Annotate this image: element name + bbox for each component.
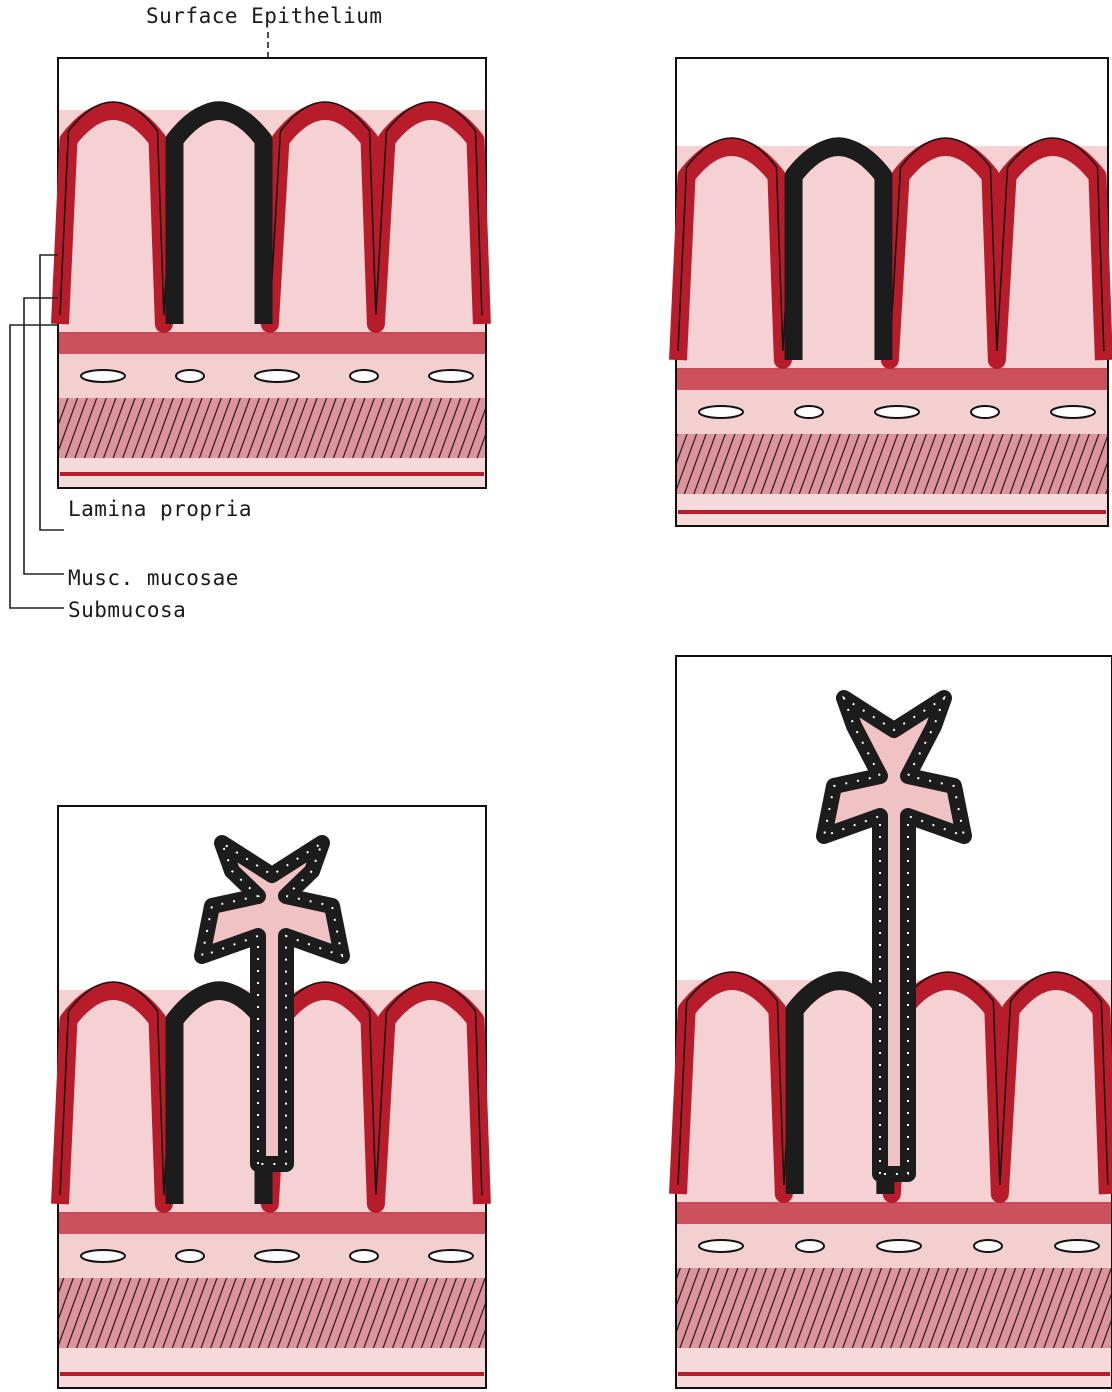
panel-b: [676, 58, 1108, 526]
vessel-ellipse: [429, 370, 473, 382]
vessel-ellipse: [176, 1250, 204, 1262]
vessel-ellipse: [699, 406, 743, 418]
muscularis-mucosae-band: [677, 368, 1107, 390]
vessel-ellipse: [81, 370, 125, 382]
vessel-ellipse: [877, 1240, 921, 1252]
musc-mucosae-label: Musc. mucosae: [68, 566, 239, 590]
vessel-ellipse: [350, 1250, 378, 1262]
serosa-region: [677, 1348, 1111, 1387]
vessel-ellipse: [699, 1240, 743, 1252]
serosa-region: [59, 1348, 485, 1387]
muscularis-mucosae-band: [677, 1202, 1111, 1224]
muscularis-mucosae-band: [59, 332, 485, 354]
submucosa-label: Submucosa: [68, 598, 186, 622]
muscle-hatching: [677, 434, 1107, 494]
muscle-hatching: [59, 1278, 485, 1348]
vessel-ellipse: [971, 406, 999, 418]
panel-d: [676, 656, 1112, 1388]
vessel-ellipse: [176, 370, 204, 382]
vessel-ellipse: [255, 370, 299, 382]
vessel-ellipse: [796, 1240, 824, 1252]
muscularis-mucosae-band: [59, 1212, 485, 1234]
vessel-ellipse: [255, 1250, 299, 1262]
serosa-region: [677, 494, 1107, 525]
vessel-ellipse: [429, 1250, 473, 1262]
panel-c: [58, 806, 486, 1388]
surface-epithelium-label: Surface Epithelium: [146, 4, 383, 28]
vessel-ellipse: [974, 1240, 1002, 1252]
muscle-hatching: [677, 1268, 1111, 1348]
panel-a: [58, 58, 486, 488]
lamina-propria-label: Lamina propria: [68, 497, 252, 521]
vessel-ellipse: [350, 370, 378, 382]
vessel-ellipse: [1055, 1240, 1099, 1252]
vessel-ellipse: [875, 406, 919, 418]
vessel-ellipse: [795, 406, 823, 418]
muscle-hatching: [59, 398, 485, 458]
vessel-ellipse: [81, 1250, 125, 1262]
vessel-ellipse: [1051, 406, 1095, 418]
submucosa-leader: [10, 325, 64, 608]
